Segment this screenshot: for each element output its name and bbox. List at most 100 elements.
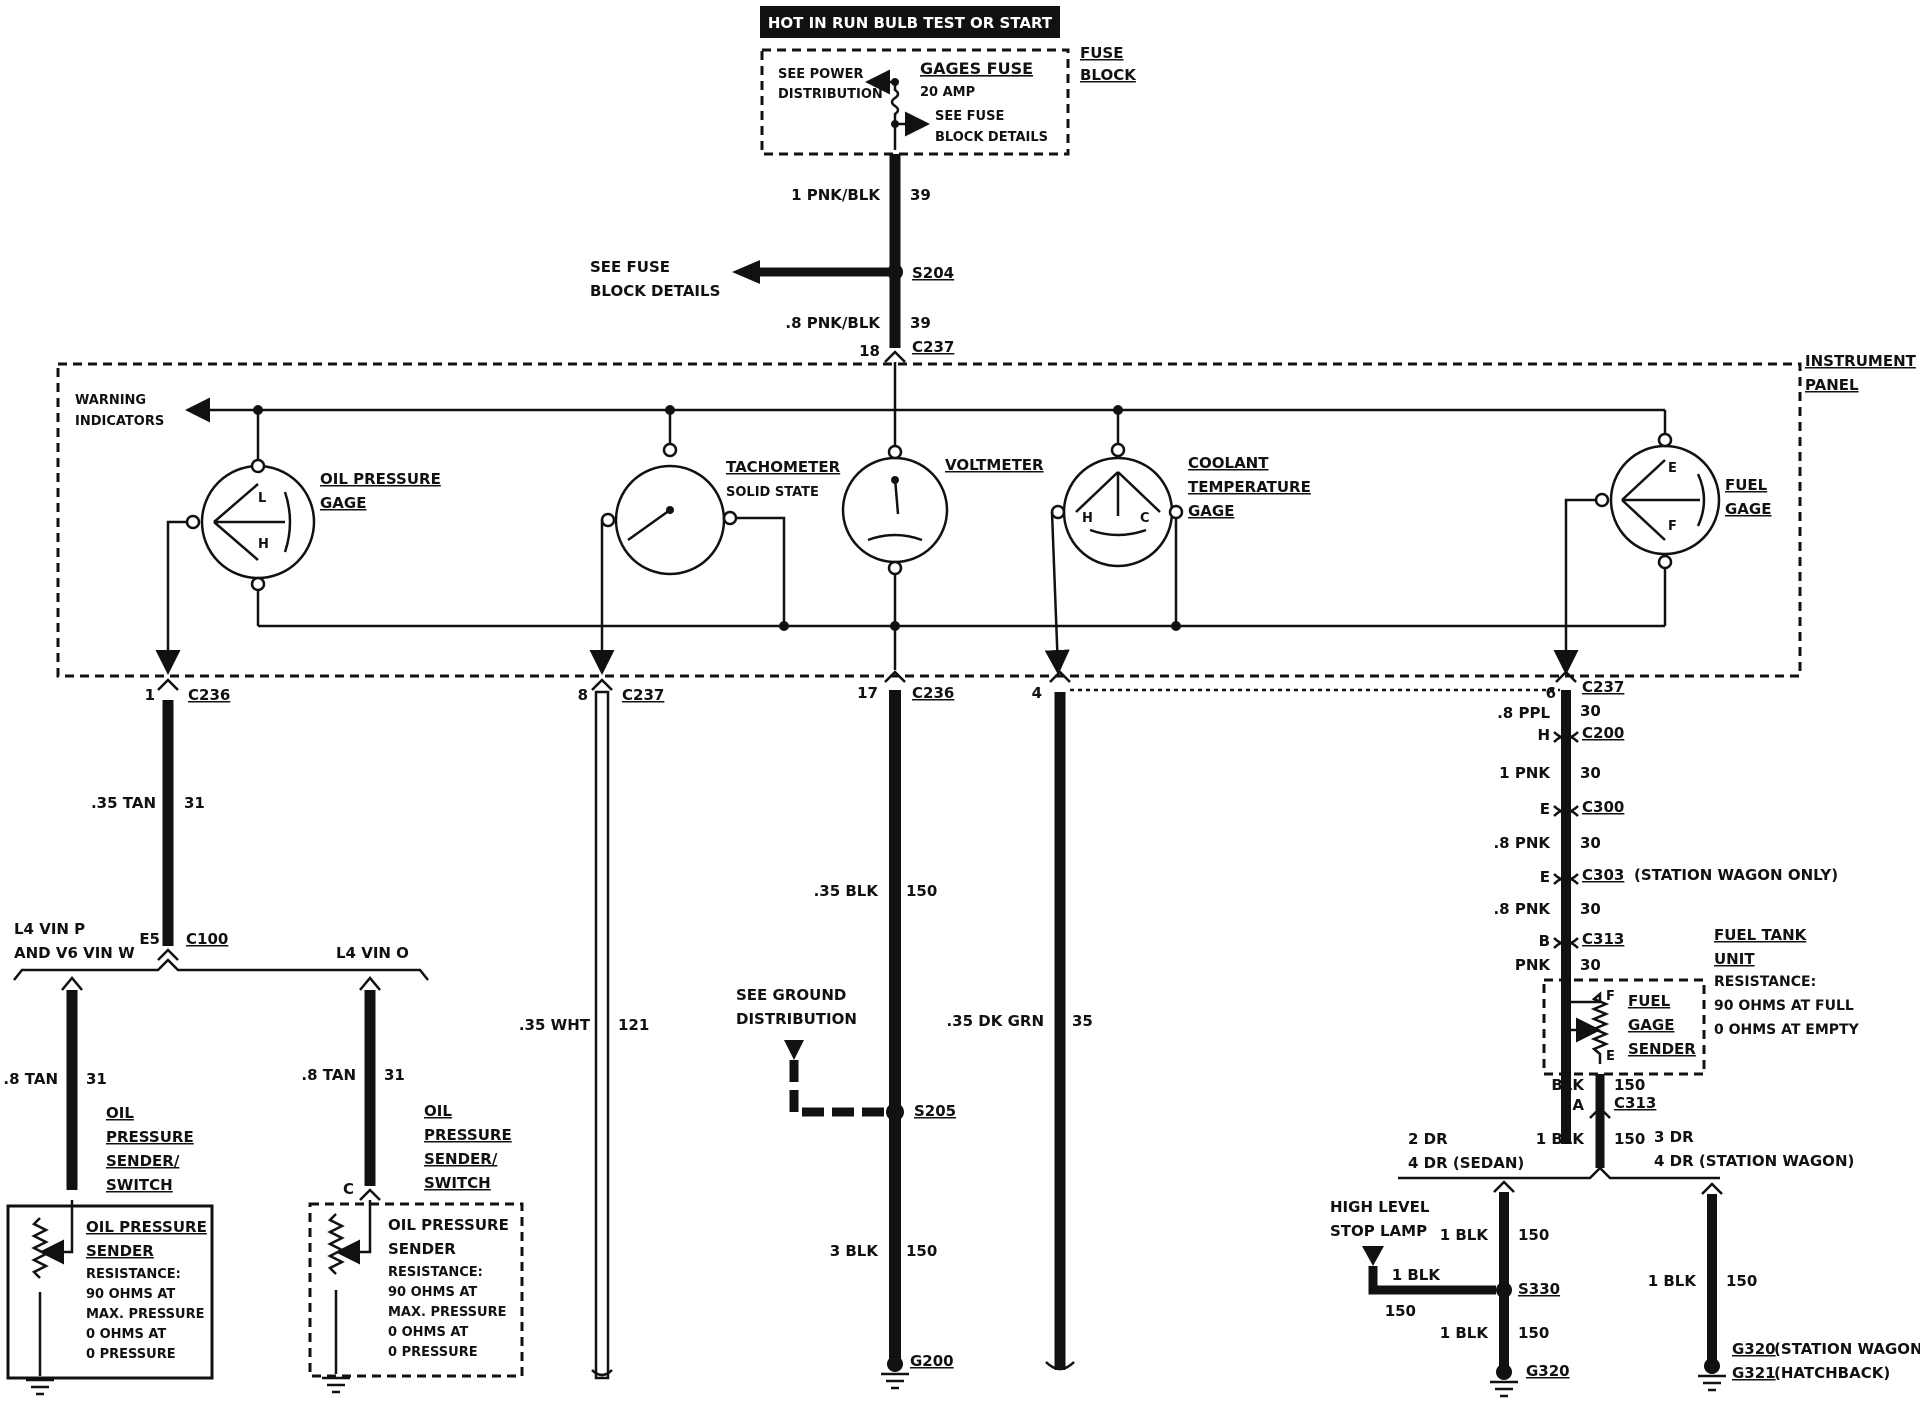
fuel-gauge: E F FUEL GAGE xyxy=(1594,432,1771,570)
left-res-1: RESISTANCE: xyxy=(86,1267,181,1282)
coolant-gauge-label-2: TEMPERATURE xyxy=(1188,478,1311,496)
right-switch-label-3: SENDER/ xyxy=(424,1150,498,1168)
right-res-2: 90 OHMS AT xyxy=(388,1285,477,1300)
fuel-sender-label: FUEL xyxy=(1628,992,1671,1010)
coolant-gauge-h: H xyxy=(1082,511,1093,526)
fuel-wire-2: 1 PNK xyxy=(1499,764,1551,782)
oil-gauge-l: L xyxy=(258,491,266,506)
fuel-circuit-9: 150 xyxy=(1385,1302,1416,1320)
right-sender-label-2: SENDER xyxy=(388,1240,456,1258)
fuel-wire-6: BLK xyxy=(1551,1076,1585,1094)
instrument-panel-label: INSTRUMENT xyxy=(1805,352,1917,370)
fuel-pin-a: A xyxy=(1572,1096,1584,1114)
fuel-circuit-8: 150 xyxy=(1518,1226,1549,1244)
volt-wire: .35 BLK xyxy=(814,882,880,900)
see-power-text: SEE POWER xyxy=(778,67,863,82)
fuel-wire-9: 1 BLK xyxy=(1392,1266,1442,1284)
see-fuse-block-text-2: BLOCK DETAILS xyxy=(590,282,720,300)
variant-left-2: AND V6 VIN W xyxy=(14,944,135,962)
ground-g321: G321 xyxy=(1732,1364,1776,1382)
fuel-circuit-1: 30 xyxy=(1580,702,1601,720)
right-res-4: 0 OHMS AT xyxy=(388,1325,468,1340)
connector-c300: C300 xyxy=(1582,798,1624,816)
tach-circuit: 8 C237 .35 WHT 121 xyxy=(519,678,664,1380)
fuel-branch-left-2: 4 DR (SEDAN) xyxy=(1408,1154,1524,1172)
see-fuse-text-2: BLOCK DETAILS xyxy=(935,130,1048,145)
fuel-pin-e1: E xyxy=(1540,800,1550,818)
left-switch-label-3: SENDER/ xyxy=(106,1152,180,1170)
see-ground-text-2: DISTRIBUTION xyxy=(736,1010,857,1028)
right-sender-circuit: 31 xyxy=(384,1066,405,1084)
fuel-branch-right: 3 DR xyxy=(1654,1128,1694,1146)
right-switch-label-4: SWITCH xyxy=(424,1174,491,1192)
fuel-gauge-label: FUEL xyxy=(1725,476,1768,494)
fuel-wire-8: 1 BLK xyxy=(1440,1226,1490,1244)
right-switch-label-2: PRESSURE xyxy=(424,1126,512,1144)
fuel-circuit-7: 150 xyxy=(1614,1130,1645,1148)
coolant-gauge-c: C xyxy=(1140,511,1150,526)
connector-c313: C313 xyxy=(1582,930,1624,948)
right-switch-label: OIL PRESSURE SENDER/ SWITCH xyxy=(424,1102,512,1192)
oil-gauge-label: OIL PRESSURE xyxy=(320,470,441,488)
ground-g200: G200 xyxy=(910,1352,954,1370)
fuel-circuit-11: 150 xyxy=(1726,1272,1757,1290)
feed-connector: C237 xyxy=(912,338,954,356)
fuel-wire-3: .8 PNK xyxy=(1493,834,1551,852)
fuel-circuit-3: 30 xyxy=(1580,834,1601,852)
fuel-pin: 6 xyxy=(1546,684,1556,702)
fuel-sender-label-2: GAGE xyxy=(1628,1016,1674,1034)
oil-wire: .35 TAN xyxy=(91,794,156,812)
left-sender-wire: .8 TAN xyxy=(3,1070,58,1088)
instrument-panel: INSTRUMENT PANEL WARNING INDICATORS L H xyxy=(56,352,1917,678)
right-sender-label: OIL PRESSURE xyxy=(388,1216,509,1234)
ground-icon xyxy=(26,1378,54,1396)
oil-gauge-h: H xyxy=(258,537,269,552)
fuel-circuit-4: 30 xyxy=(1580,900,1601,918)
coolant-wire: .35 DK GRN xyxy=(946,1012,1044,1030)
voltmeter-label: VOLTMETER xyxy=(945,456,1044,474)
see-fuse-block-text: SEE FUSE xyxy=(590,258,670,276)
tach-pin: 8 xyxy=(578,686,588,704)
fuse-name: GAGES FUSE xyxy=(920,59,1033,78)
right-switch-label-1: OIL xyxy=(424,1102,452,1120)
volt-circuit-number: 150 xyxy=(906,882,937,900)
fuel-circuit-2: 30 xyxy=(1580,764,1601,782)
splice-s205: S205 xyxy=(914,1102,956,1120)
volt-pin: 17 xyxy=(857,684,878,702)
tach-connector: C237 xyxy=(622,686,664,704)
feed-pin: 18 xyxy=(859,342,880,360)
variant-right: L4 VIN O xyxy=(336,944,409,962)
c303-note: (STATION WAGON ONLY) xyxy=(1634,866,1838,884)
left-res-5: 0 PRESSURE xyxy=(86,1347,176,1362)
connector-c200: C200 xyxy=(1582,724,1624,742)
right-sender-wire: .8 TAN xyxy=(301,1066,356,1084)
oil-gauge-label-2: GAGE xyxy=(320,494,366,512)
fuel-circuit-6: 150 xyxy=(1614,1076,1645,1094)
volt-circuit-2: 150 xyxy=(906,1242,937,1260)
fuse-rating: 20 AMP xyxy=(920,85,975,100)
right-res-1: RESISTANCE: xyxy=(388,1265,483,1280)
c100-pin: E5 xyxy=(139,930,160,948)
feed-circuit-1: 39 xyxy=(910,186,931,204)
left-switch-label-2: PRESSURE xyxy=(106,1128,194,1146)
ground-g320: G320 xyxy=(1732,1340,1776,1358)
high-level-stop-lamp-2: STOP LAMP xyxy=(1330,1222,1427,1240)
fuel-gauge-f: F xyxy=(1668,519,1677,534)
fuel-pin-e2: E xyxy=(1540,868,1550,886)
tach-circuit-number: 121 xyxy=(618,1016,649,1034)
fuse-block: FUSE BLOCK SEE POWER DISTRIBUTION GAGES … xyxy=(760,44,1137,156)
warning-indicators-label: WARNING xyxy=(75,393,146,408)
fuel-tank-res-1: RESISTANCE: xyxy=(1714,974,1816,990)
fuel-circuit-5: 30 xyxy=(1580,956,1601,974)
left-res-4: 0 OHMS AT xyxy=(86,1327,166,1342)
oil-pressure-gauge: L H OIL PRESSURE GAGE xyxy=(185,458,441,592)
fuel-circuit: 6 C237 .8 PPL 30 H C200 1 PNK 30 E C300 … xyxy=(1330,670,1920,1398)
left-switch-label-1: OIL xyxy=(106,1104,134,1122)
oil-circuit-number: 31 xyxy=(184,794,205,812)
splice-s330: S330 xyxy=(1518,1280,1560,1298)
fuel-wire-10: 1 BLK xyxy=(1440,1324,1490,1342)
fuel-wire-7: 1 BLK xyxy=(1536,1130,1586,1148)
variant-left: L4 VIN P xyxy=(14,920,85,938)
oil-connector-c236: C236 xyxy=(188,686,230,704)
fuel-tank-res-3: 0 OHMS AT EMPTY xyxy=(1714,1022,1860,1038)
